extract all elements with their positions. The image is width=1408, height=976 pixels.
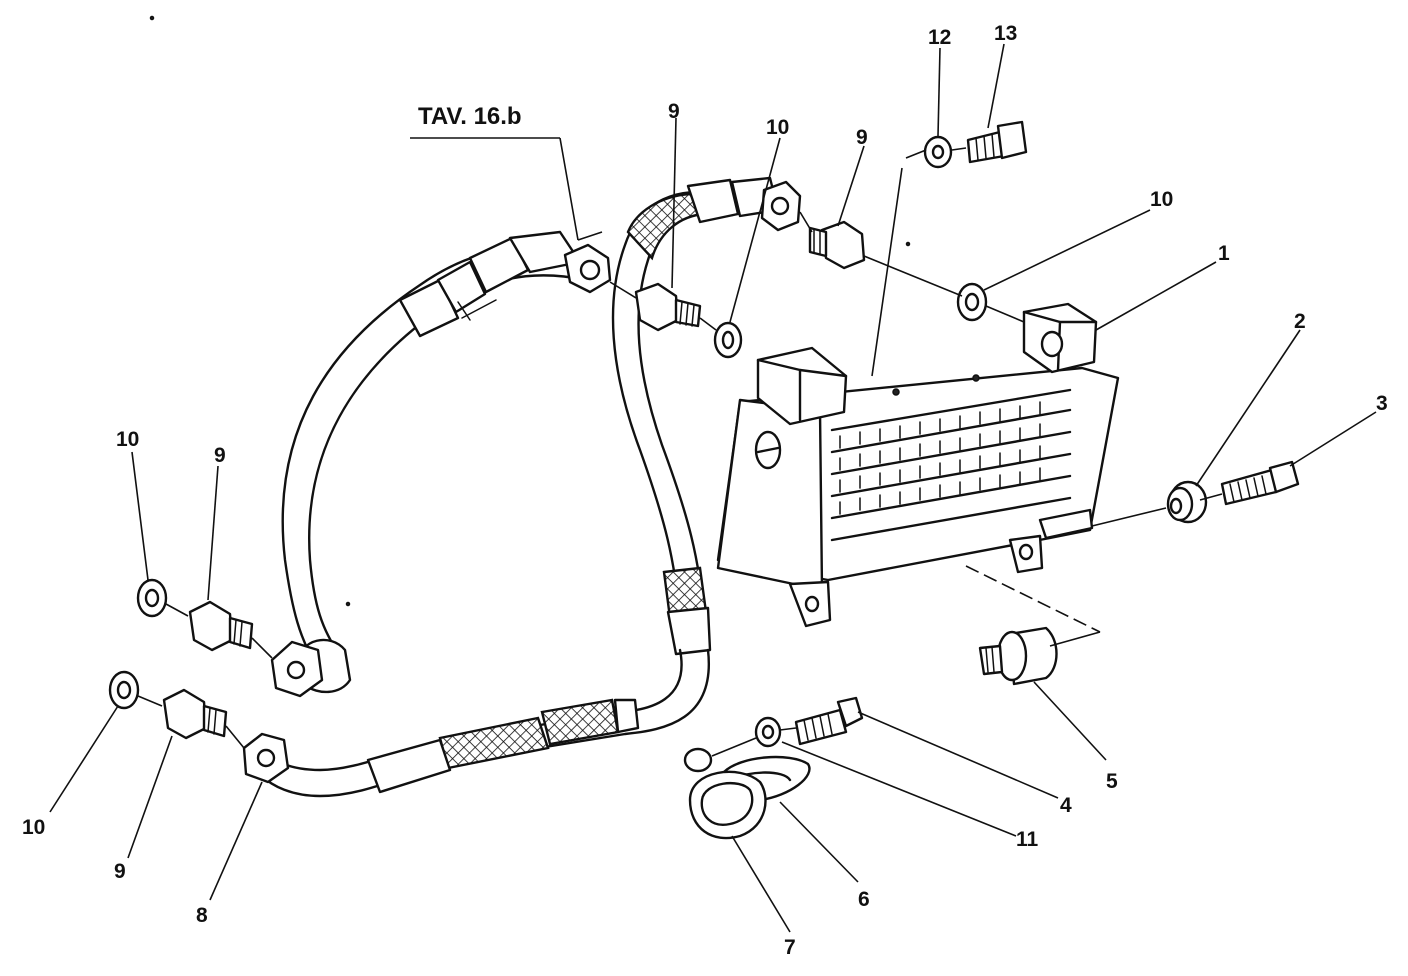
speck	[345, 601, 351, 607]
callout-5: 5	[1106, 770, 1118, 793]
callout-10-right: 10	[1150, 188, 1173, 211]
reference-table-label: TAV. 16.b	[418, 103, 522, 130]
callout-4: 4	[1060, 794, 1072, 817]
callout-9-bottom: 9	[114, 860, 126, 883]
speck	[905, 241, 911, 247]
callout-9-top-left: 9	[668, 100, 680, 123]
lower-right-hose	[242, 176, 802, 798]
union-fitting-9-top-right	[808, 220, 866, 270]
washer-11	[754, 716, 782, 748]
sealing-washer-10-right	[956, 282, 988, 322]
speck	[149, 15, 155, 21]
washer-12	[923, 135, 953, 169]
sealing-washer-10-left	[136, 578, 168, 618]
callout-9-top-right: 9	[856, 126, 868, 149]
hose-banjo-fitting	[508, 230, 612, 294]
callout-2: 2	[1294, 310, 1306, 333]
stud-bushing-5	[978, 626, 1058, 686]
hose-coupling	[686, 176, 802, 232]
callout-leader-lines	[49, 43, 1377, 933]
callout-6: 6	[858, 888, 870, 911]
callout-8: 8	[196, 904, 208, 927]
callout-10-bottom: 10	[22, 816, 45, 839]
callout-1: 1	[1218, 242, 1230, 265]
callout-13: 13	[994, 22, 1017, 45]
union-fitting-9-left	[188, 600, 254, 652]
screw-13	[966, 120, 1028, 164]
screw-3	[1220, 460, 1300, 506]
upper-left-hose	[270, 230, 612, 698]
rubber-grommet-2	[1166, 480, 1208, 524]
rubber-mount-7	[688, 770, 767, 840]
callout-11: 11	[1016, 828, 1039, 851]
oil-cooler-radiator	[716, 302, 1120, 628]
callout-7: 7	[784, 936, 796, 959]
union-fitting-9-top-left	[634, 282, 702, 332]
hose-elbow-fitting	[270, 638, 352, 698]
sealing-washer-10-top	[713, 321, 743, 359]
sealing-washer-10-bottom	[108, 670, 140, 710]
callout-12: 12	[928, 26, 951, 49]
union-fitting-9-bottom	[162, 688, 228, 740]
assembly-lines	[137, 147, 1223, 757]
callout-9-left: 9	[214, 444, 226, 467]
screw-4	[794, 696, 864, 746]
hose-coupling	[398, 236, 530, 338]
callout-3: 3	[1376, 392, 1388, 415]
callout-10-left: 10	[116, 428, 139, 451]
callout-10-top: 10	[766, 116, 789, 139]
